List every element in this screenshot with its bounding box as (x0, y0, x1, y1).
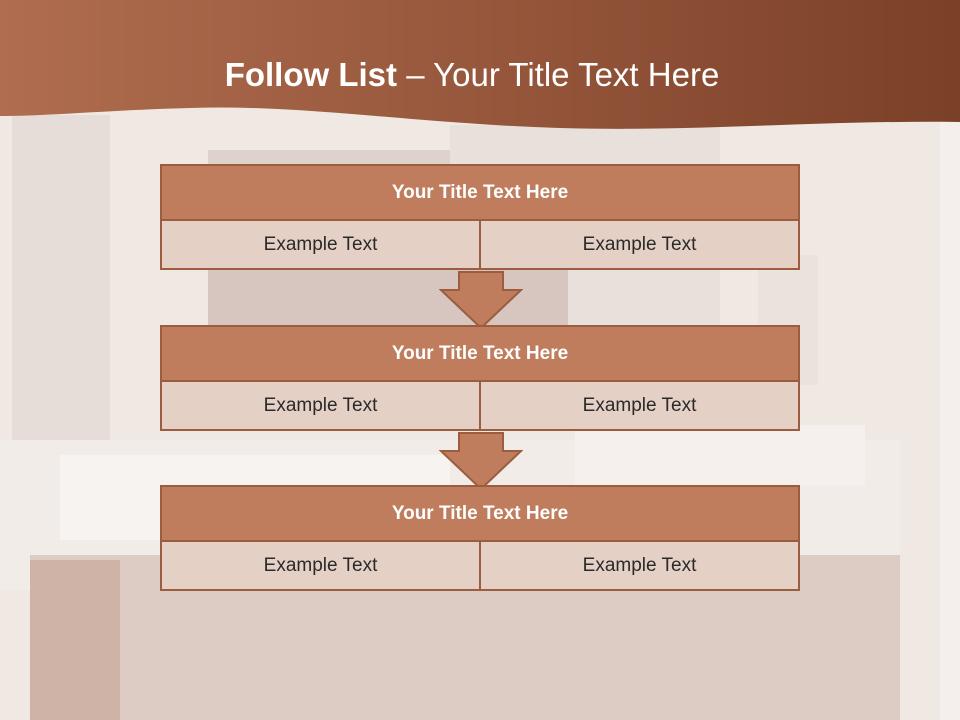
slide-title-bold: Follow List (224, 56, 398, 93)
block-title: Your Title Text Here (160, 325, 800, 382)
slide-title-rest: Your Title Text Here (433, 56, 720, 93)
list-block-2: Your Title Text Here Example Text Exampl… (160, 325, 800, 431)
block-row: Example Text Example Text (160, 382, 800, 431)
block-cell-right: Example Text (481, 542, 800, 591)
slide-title-dash: – (406, 56, 425, 93)
block-title: Your Title Text Here (160, 164, 800, 221)
list-block-3: Your Title Text Here Example Text Exampl… (160, 485, 800, 591)
block-cell-right: Example Text (481, 382, 800, 431)
block-row: Example Text Example Text (160, 542, 800, 591)
down-arrow-icon (439, 432, 523, 491)
block-title: Your Title Text Here (160, 485, 800, 542)
list-block-1: Your Title Text Here Example Text Exampl… (160, 164, 800, 270)
block-row: Example Text Example Text (160, 221, 800, 270)
down-arrow-icon (439, 271, 523, 330)
block-cell-left: Example Text (160, 542, 481, 591)
slide-title: Follow List – Your Title Text Here (0, 52, 944, 98)
block-cell-right: Example Text (481, 221, 800, 270)
block-cell-left: Example Text (160, 382, 481, 431)
block-cell-left: Example Text (160, 221, 481, 270)
